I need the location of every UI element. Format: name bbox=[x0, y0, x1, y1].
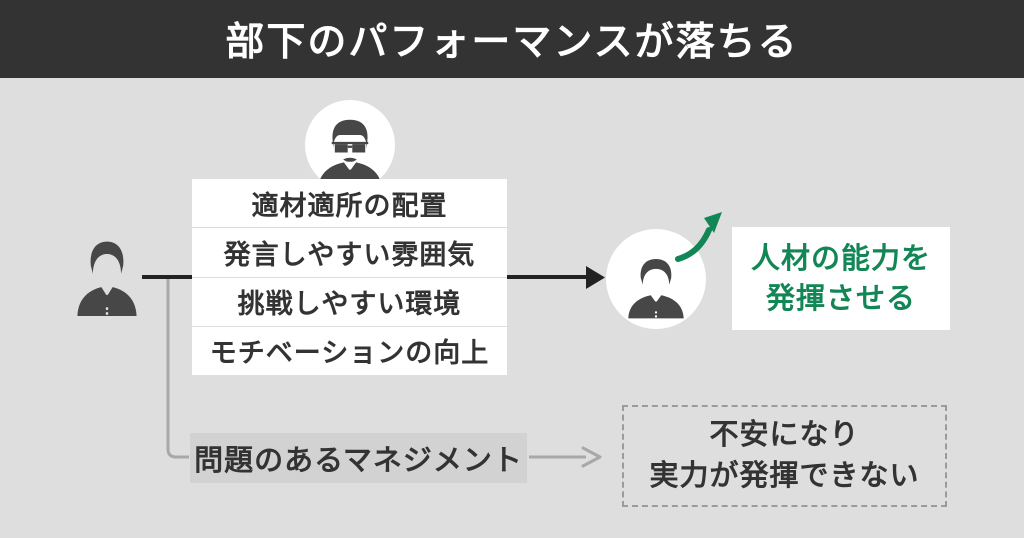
bad-management-label: 問題のあるマネジメント bbox=[194, 445, 523, 477]
businessman-in-circle-icon bbox=[628, 258, 684, 319]
subordinate-avatar bbox=[606, 229, 706, 329]
factor-item: モチベーションの向上 bbox=[209, 338, 490, 369]
bad-path-arrow bbox=[529, 446, 602, 468]
bad-outcome-line2: 実力が発揮できない bbox=[649, 460, 920, 492]
businessman-icon bbox=[77, 241, 137, 316]
factor-item: 適材適所の配置 bbox=[192, 179, 507, 229]
good-outcome-box: 人材の能力を 発揮させる bbox=[732, 227, 950, 330]
factor-item: 発言しやすい雰囲気 bbox=[192, 228, 507, 278]
factor-item: 挑戦しやすい環境 bbox=[192, 278, 507, 327]
manager-avatar bbox=[305, 100, 395, 190]
green-growth-arrow-icon bbox=[675, 212, 722, 262]
header-bar: 部下のパフォーマンスが落ちる bbox=[0, 0, 1024, 78]
page-title: 部下のパフォーマンスが落ちる bbox=[225, 21, 799, 64]
good-outcome-line1: 人材の能力を bbox=[750, 242, 931, 275]
good-management-factors: 適材適所の配置 発言しやすい雰囲気 挑戦しやすい環境 モチベーションの向上 bbox=[192, 179, 507, 375]
bad-management-box: 問題のあるマネジメント bbox=[190, 433, 527, 483]
branch-line bbox=[166, 279, 189, 459]
good-outcome-line2: 発揮させる bbox=[765, 282, 916, 315]
bad-outcome-line1: 不安になり bbox=[709, 419, 860, 451]
bad-outcome-box: 不安になり 実力が発揮できない bbox=[622, 405, 947, 507]
